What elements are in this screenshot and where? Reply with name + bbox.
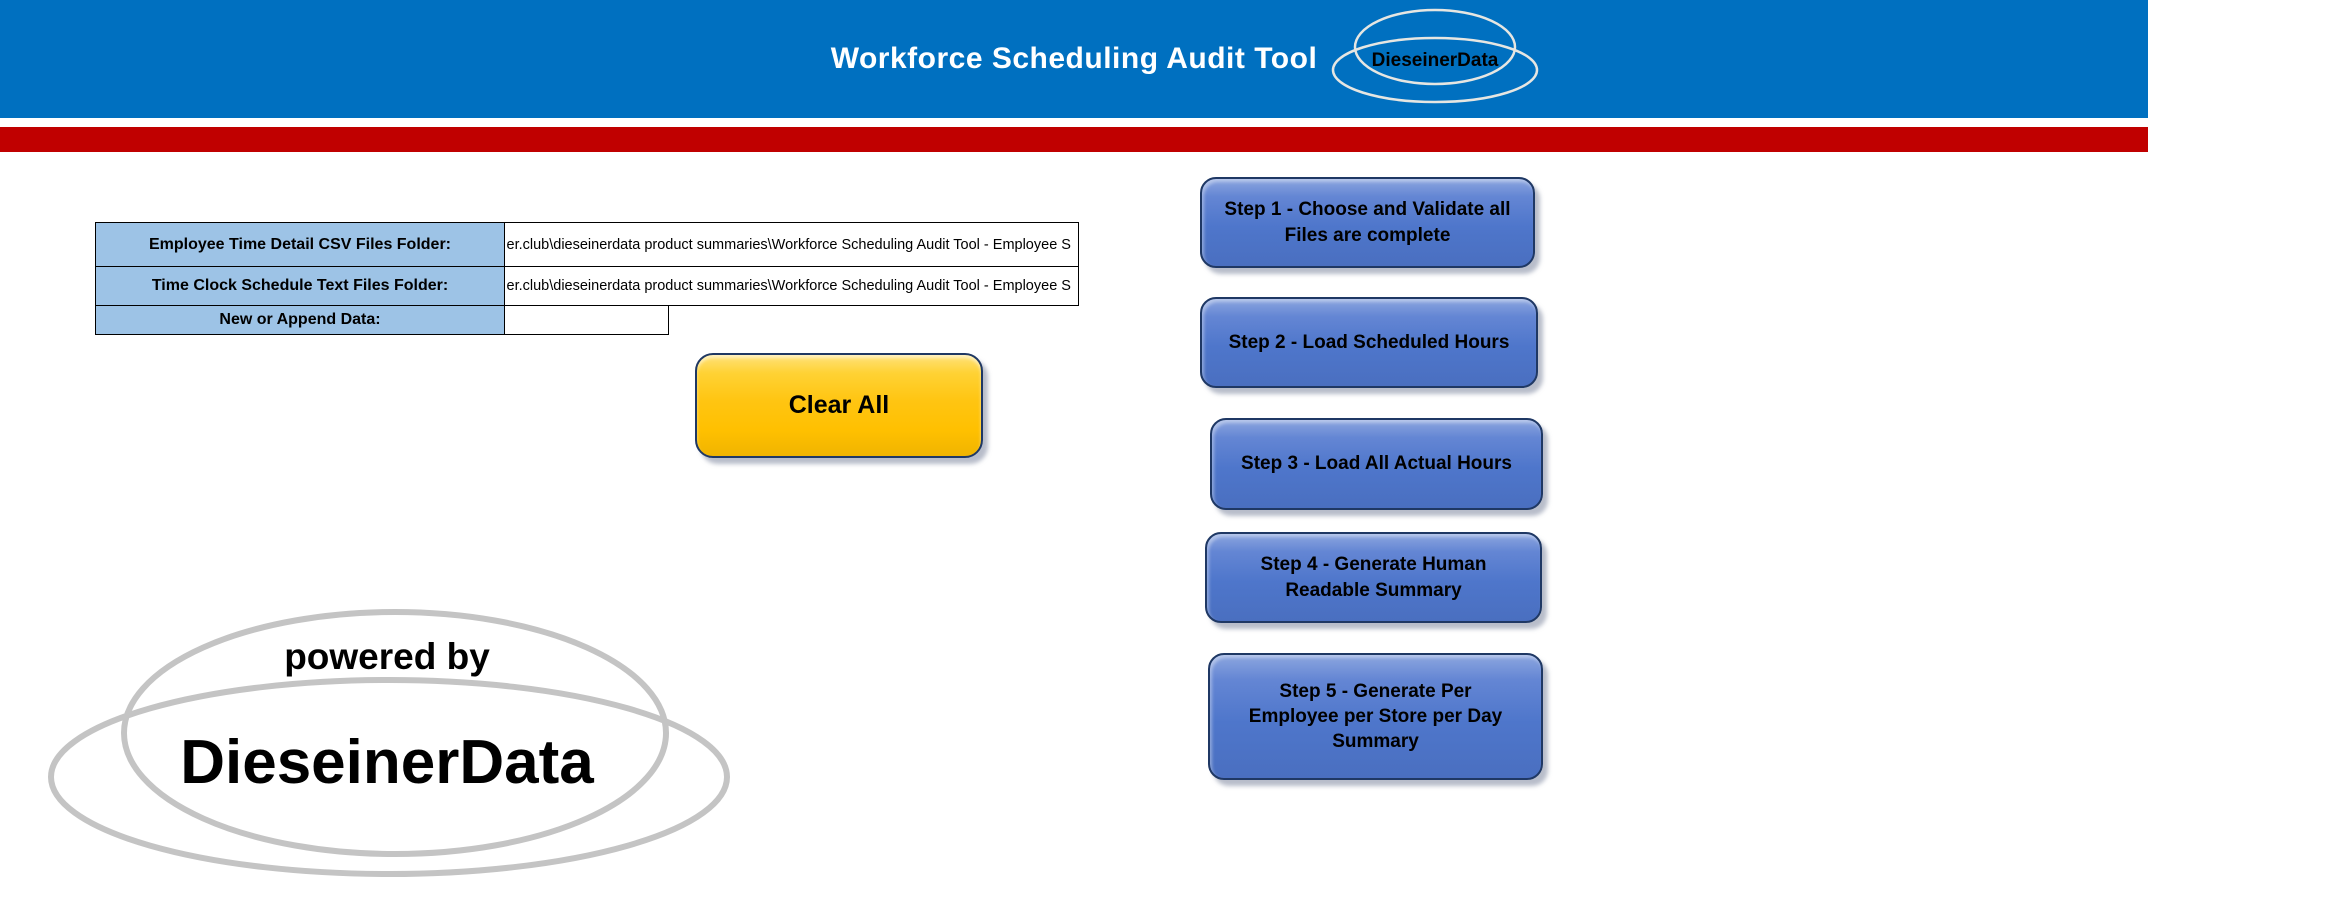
- table-row: Time Clock Schedule Text Files Folder: e…: [95, 266, 1079, 306]
- header-banner: [0, 0, 2148, 118]
- step-2-button[interactable]: Step 2 - Load Scheduled Hours: [1200, 297, 1538, 388]
- settings-table: Employee Time Detail CSV Files Folder: e…: [95, 222, 1079, 335]
- schedule-folder-label: Time Clock Schedule Text Files Folder:: [95, 266, 505, 306]
- schedule-folder-value-cell[interactable]: er.club\dieseinerdata product summaries\…: [503, 266, 1079, 306]
- footer-brand-text: DieseinerData: [180, 728, 594, 797]
- footer-logo-ellipse-bottom: [48, 677, 730, 877]
- step-3-button[interactable]: Step 3 - Load All Actual Hours: [1210, 418, 1543, 510]
- header-logo-text: DieseinerData: [1372, 50, 1499, 71]
- csv-folder-label: Employee Time Detail CSV Files Folder:: [95, 222, 505, 267]
- table-row: New or Append Data:: [95, 305, 1079, 335]
- dieseinerdata-logo-icon: DieseinerData: [1331, 8, 1539, 104]
- clear-all-button[interactable]: Clear All: [695, 353, 983, 458]
- csv-folder-value-cell[interactable]: er.club\dieseinerdata product summaries\…: [503, 222, 1079, 267]
- step-1-button[interactable]: Step 1 - Choose and Validate all Files a…: [1200, 177, 1535, 268]
- accent-stripe: [0, 127, 2148, 152]
- logo-ellipse-bottom: [1331, 36, 1539, 104]
- table-row: Employee Time Detail CSV Files Folder: e…: [95, 222, 1079, 267]
- page-title: Workforce Scheduling Audit Tool: [830, 42, 1318, 75]
- footer-logo-ellipse-top: [121, 609, 669, 857]
- step-5-button[interactable]: Step 5 - Generate Per Employee per Store…: [1208, 653, 1543, 780]
- new-or-append-label: New or Append Data:: [95, 305, 505, 335]
- new-or-append-value-cell[interactable]: [503, 305, 669, 335]
- logo-ellipse-top: [1353, 8, 1517, 86]
- powered-by-dieseinerdata-logo: powered by DieseinerData: [48, 609, 730, 877]
- powered-by-text: powered by: [284, 636, 490, 677]
- step-4-button[interactable]: Step 4 - Generate Human Readable Summary: [1205, 532, 1542, 623]
